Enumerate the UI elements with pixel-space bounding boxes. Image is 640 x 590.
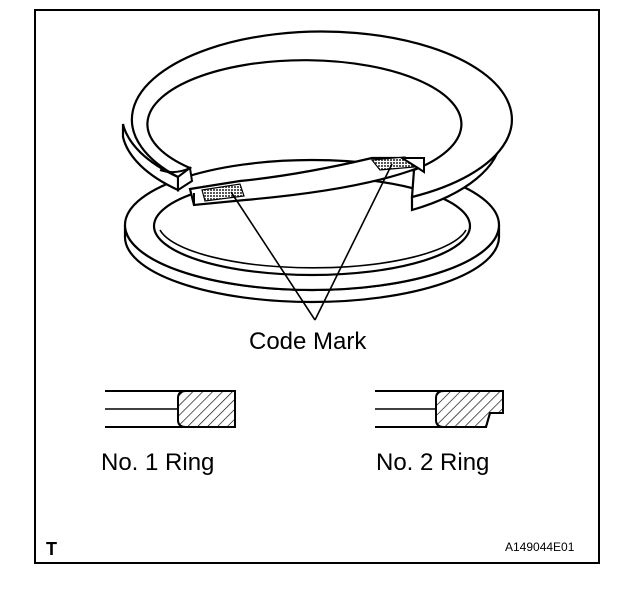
no-1-ring-cross-section xyxy=(105,390,236,428)
upper-ring-gap-end-left xyxy=(177,166,194,192)
no-2-ring-hatched-profile xyxy=(435,390,504,428)
upper-ring-face xyxy=(130,30,513,199)
no-2-ring-cross-section xyxy=(375,390,504,428)
code-mark-label: Code Mark xyxy=(249,328,367,355)
no-2-ring-label: No. 2 Ring xyxy=(376,449,490,476)
figure-id-label: A149044E01 xyxy=(505,540,575,554)
view-code-label: T xyxy=(46,539,57,559)
right-ring-end-tab xyxy=(398,157,425,174)
code-mark-leaders xyxy=(230,163,393,321)
leader-line-left xyxy=(230,191,316,321)
no-1-ring-hatched-profile xyxy=(177,390,236,428)
lower-ring-bore-line xyxy=(159,229,467,269)
upper-ring-lower-left xyxy=(159,167,191,174)
code-mark-right xyxy=(370,156,416,171)
leader-line-right xyxy=(314,163,393,321)
upper-ring xyxy=(121,30,513,212)
no-1-ring-label: No. 1 Ring xyxy=(101,449,215,476)
